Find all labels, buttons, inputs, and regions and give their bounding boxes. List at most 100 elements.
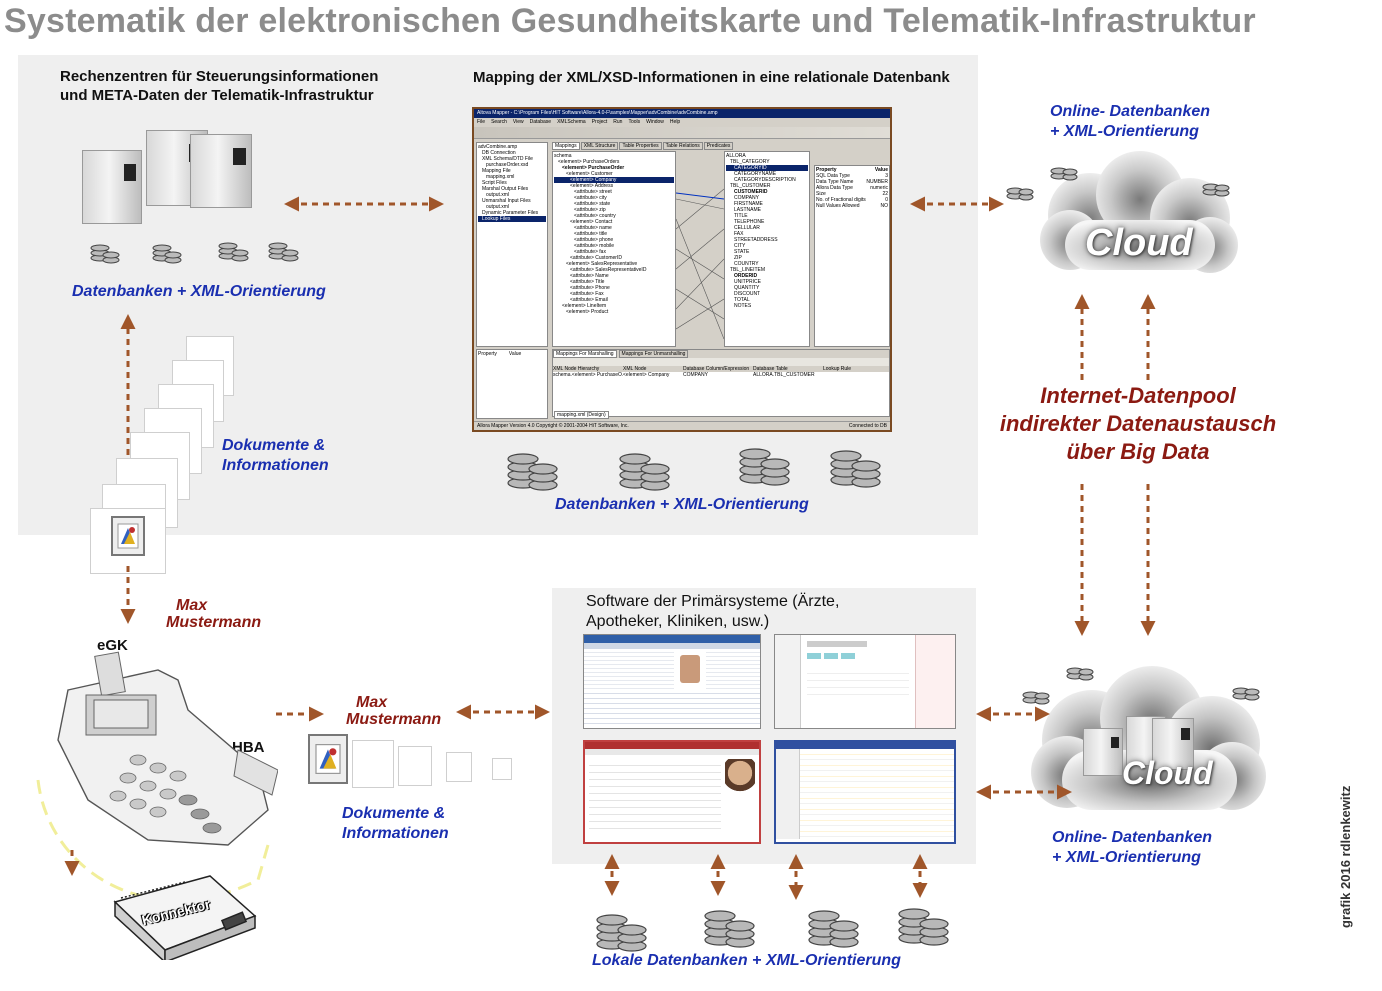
db-node[interactable]: TBL_CATEGORY (730, 159, 770, 165)
xml-node[interactable]: <element> Company (554, 177, 674, 183)
database-icon (898, 908, 949, 946)
db-node[interactable]: TELEPHONE (734, 219, 765, 225)
datacenter-heading-line1: Rechenzentren für Steuerungsinformatione… (60, 68, 379, 85)
db-node[interactable]: CATEGORYNAME (734, 171, 777, 177)
tree-item[interactable]: Mapping File (482, 168, 511, 174)
xml-node[interactable]: <attribute> CustomerID (570, 255, 622, 261)
xml-tree: schema <element> PurchaseOrders <element… (552, 151, 676, 347)
datenpool-label: Internet-Datenpool indirekter Datenausta… (978, 382, 1298, 466)
db-node[interactable]: QUANTITY (734, 285, 760, 291)
db-node[interactable]: TITLE (734, 213, 748, 219)
db-node[interactable]: ZIP (734, 255, 742, 261)
xml-node[interactable]: <attribute> state (574, 201, 611, 207)
tab[interactable]: Table Properties (619, 142, 662, 150)
project-tree: advCombine.amp DB Connection XML Schema/… (476, 142, 548, 347)
db-node[interactable]: TBL_LINEITEM (730, 267, 766, 273)
db-node[interactable]: NOTES (734, 303, 752, 309)
menu-item[interactable]: XMLSchema (557, 119, 586, 125)
database-icon (268, 242, 299, 262)
tree-item[interactable]: XML Schema/DTD File (482, 156, 533, 162)
xml-node[interactable]: <element> PurchaseOrders (558, 159, 620, 165)
xml-node[interactable]: <attribute> Fax (570, 291, 604, 297)
db-node[interactable]: FIRSTNAME (734, 201, 763, 207)
grid-header: XML Node Hierarchy (553, 366, 600, 372)
db-node[interactable]: UNITPRICE (734, 279, 761, 285)
xml-node[interactable]: <element> Contact (570, 219, 613, 225)
db-node[interactable]: CELLULAR (734, 225, 760, 231)
tab[interactable]: Mappings (552, 142, 580, 150)
xml-node[interactable]: <attribute> Email (570, 297, 608, 303)
document-app-icon (111, 516, 145, 556)
db-node[interactable]: COMPANY (734, 195, 759, 201)
xml-node[interactable]: <element> Address (570, 183, 614, 189)
db-node[interactable]: COUNTRY (734, 261, 759, 267)
tree-item[interactable]: output.xml (486, 204, 510, 210)
footer-tab[interactable]: mapping.xml (Design) (554, 411, 609, 419)
tree-item[interactable]: DB Connection (482, 150, 516, 156)
xml-node[interactable]: <attribute> phone (574, 237, 614, 243)
db-node[interactable]: TOTAL (734, 297, 750, 303)
tree-item[interactable]: Unmarshal Input Files (482, 198, 531, 204)
xml-node[interactable]: <element> PurchaseOrder (562, 165, 625, 171)
menu-item[interactable]: Help (669, 119, 681, 125)
db-node[interactable]: LASTNAME (734, 207, 761, 213)
db-node[interactable]: STREETADDRESS (734, 237, 778, 243)
grid-header: Lookup Rule (823, 366, 852, 372)
tab[interactable]: XML Structure (580, 142, 619, 150)
tab[interactable]: Predicates (703, 142, 734, 150)
xml-node[interactable]: schema (554, 153, 572, 159)
menu-item[interactable]: View (512, 119, 524, 125)
db-node[interactable]: TBL_CUSTOMER (730, 183, 771, 189)
db-node[interactable]: ORDERID (734, 273, 758, 279)
table-row[interactable]: schema.<element> PurchaseO... <element> … (553, 372, 889, 378)
tree-item[interactable]: Marshal Output Files (482, 186, 529, 192)
xml-node[interactable]: <attribute> Name (570, 273, 609, 279)
xml-node[interactable]: <attribute> Phone (570, 285, 610, 291)
db-node[interactable]: CATEGORYID (726, 165, 808, 171)
document-page (352, 740, 394, 788)
card-terminal-icon (57, 651, 278, 846)
xml-node[interactable]: <attribute> SalesRepresentativeID (570, 267, 647, 273)
db-node[interactable]: ALLORA (726, 153, 746, 159)
prop-key: Property (816, 167, 837, 173)
menu-item[interactable]: Database (529, 119, 552, 125)
xml-node[interactable]: <element> LineItem (562, 303, 607, 309)
menu-item[interactable]: File (477, 119, 486, 125)
menu-item[interactable]: Project (591, 119, 608, 125)
xml-node[interactable]: <attribute> title (574, 231, 608, 237)
xml-node[interactable]: <attribute> zip (574, 207, 606, 213)
menu-item[interactable]: Run (613, 119, 623, 125)
xml-node[interactable]: <attribute> Title (570, 279, 605, 285)
datenpool-line1: Internet-Datenpool (1040, 383, 1236, 408)
menu-item[interactable]: Tools (628, 119, 641, 125)
grid-header: Database Column/Expression (683, 366, 750, 372)
tree-item[interactable]: advCombine.amp (478, 144, 518, 150)
xml-node[interactable]: <attribute> country (574, 213, 616, 219)
db-node[interactable]: DISCOUNT (734, 291, 761, 297)
tree-item[interactable]: mapping.xml (486, 174, 515, 180)
xml-node[interactable]: <attribute> fax (574, 249, 606, 255)
menu-item[interactable]: Window (646, 119, 664, 125)
xml-node[interactable]: <attribute> mobile (574, 243, 615, 249)
tree-item[interactable]: Dynamic Parameter Files (482, 210, 539, 216)
xml-node[interactable]: <attribute> city (574, 195, 607, 201)
db-node[interactable]: FAX (734, 231, 744, 237)
xml-node[interactable]: <element> SalesRepresentative (566, 261, 638, 267)
software-heading: Software der Primärsysteme (Ärzte, Apoth… (586, 592, 839, 632)
xml-node[interactable]: <element> Customer (566, 171, 613, 177)
tree-item[interactable]: Script Files (482, 180, 507, 186)
tree-item[interactable]: output.xml (486, 192, 510, 198)
menu-item[interactable]: Search (491, 119, 507, 125)
tab[interactable]: Table Relations (662, 142, 703, 150)
tab[interactable]: Mappings For Unmarshalling (618, 350, 689, 358)
xml-node[interactable]: <element> Product (566, 309, 609, 315)
tree-item[interactable]: purchaseOrder.xsd (486, 162, 529, 168)
xml-node[interactable]: <attribute> street (574, 189, 612, 195)
db-node[interactable]: CUSTOMERID (734, 189, 768, 195)
tab[interactable]: Mappings For Marshalling (553, 350, 617, 358)
db-node[interactable]: STATE (734, 249, 750, 255)
db-node[interactable]: CATEGORYDESCRIPTION (734, 177, 796, 183)
tree-item[interactable]: Lookup Files (478, 216, 546, 222)
xml-node[interactable]: <attribute> name (574, 225, 612, 231)
db-node[interactable]: CITY (734, 243, 746, 249)
